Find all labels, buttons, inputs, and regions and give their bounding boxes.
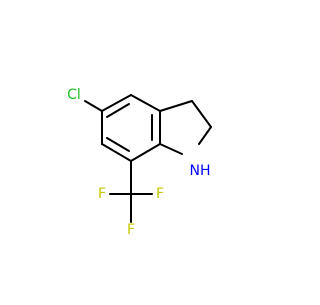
bond-c6-c7 <box>101 143 132 162</box>
bond-c4-c5-inner <box>106 103 130 118</box>
bond-n1-c7a <box>159 143 183 155</box>
bond-c5-cl <box>84 100 103 112</box>
nitrogen-label: NH <box>190 163 211 179</box>
fluorine-label-right: F <box>156 186 164 202</box>
bond-c2-n1 <box>198 126 212 145</box>
chlorine-label: Cl <box>67 87 81 103</box>
bond-c7-c7a <box>130 143 161 162</box>
bond-c3a-c4 <box>130 94 161 112</box>
fluorine-label-left: F <box>98 186 106 202</box>
bond-c4-c5 <box>101 94 132 112</box>
molecule-svg: Cl NH F F F <box>67 87 212 238</box>
bond-c6-c7-inner <box>106 137 130 152</box>
bond-c3-c2 <box>191 100 212 128</box>
fluorine-label-bottom: F <box>127 222 135 238</box>
structure-diagram: Cl NH F F F <box>67 87 212 238</box>
bond-c3a-c3 <box>159 100 193 112</box>
